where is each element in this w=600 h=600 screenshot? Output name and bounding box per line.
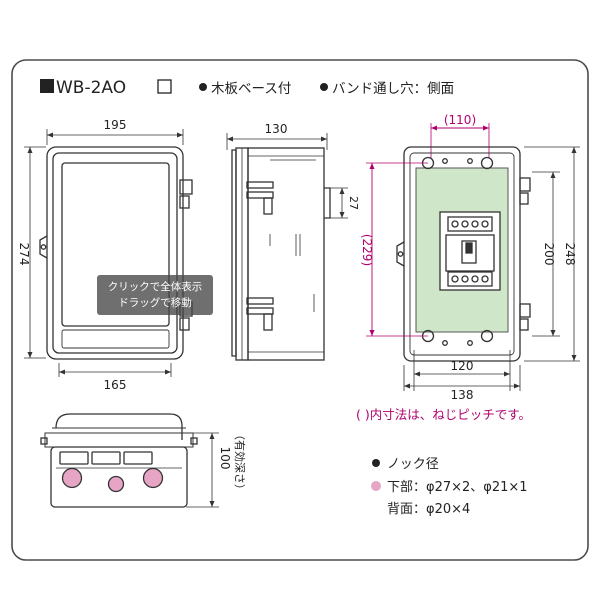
tooltip-line-click: クリックで全体表示 <box>107 281 203 293</box>
tooltip-line-drag: ドラッグで移動 <box>118 297 192 309</box>
dim-side-hook: 27 <box>347 196 360 210</box>
dim-front-height: 274 <box>17 243 31 266</box>
bullet-icon <box>320 83 328 91</box>
bottom-view <box>40 413 219 508</box>
model-name: WB-2AO <box>56 78 126 98</box>
dim-front-width: 195 <box>104 118 127 132</box>
knock-back: 背面：φ20×4 <box>387 502 470 517</box>
back-view <box>366 123 580 391</box>
front-view <box>24 129 193 377</box>
outer-frame <box>11 59 589 561</box>
feature-band-hole: バンド通し穴：側面 <box>332 81 454 97</box>
model-square-icon <box>40 79 54 93</box>
dim-bottom-depth: 100 <box>218 447 232 470</box>
pink-bullet-icon <box>371 481 381 491</box>
dim-bottom-depth-note: （有効深さ） <box>233 429 247 495</box>
bullet-icon <box>372 459 380 467</box>
pitch-note: ( )内寸法は、ねじピッチです。 <box>356 407 531 422</box>
feature-wood-base: 木板ベース付 <box>211 81 291 97</box>
dim-back-pitch-width: (110) <box>444 113 476 127</box>
dim-back-outer-height: 248 <box>563 243 577 266</box>
dim-side-depth: 130 <box>265 122 288 136</box>
knock-bottom: 下部：φ27×2、φ21×1 <box>387 480 528 495</box>
zoom-tooltip: クリックで全体表示 ドラッグで移動 <box>97 275 213 315</box>
bullet-icon <box>199 83 207 91</box>
dim-back-inner-height: 200 <box>542 243 556 266</box>
dim-front-bottom-width: 165 <box>104 378 127 392</box>
dim-back-inner-width: 120 <box>451 359 474 373</box>
side-view <box>226 133 348 361</box>
knock-title: ノック径 <box>387 457 439 472</box>
model-suffix-box-icon <box>157 79 172 94</box>
dim-back-outer-width: 138 <box>451 388 474 402</box>
dim-back-pitch-height: (229) <box>360 234 374 266</box>
